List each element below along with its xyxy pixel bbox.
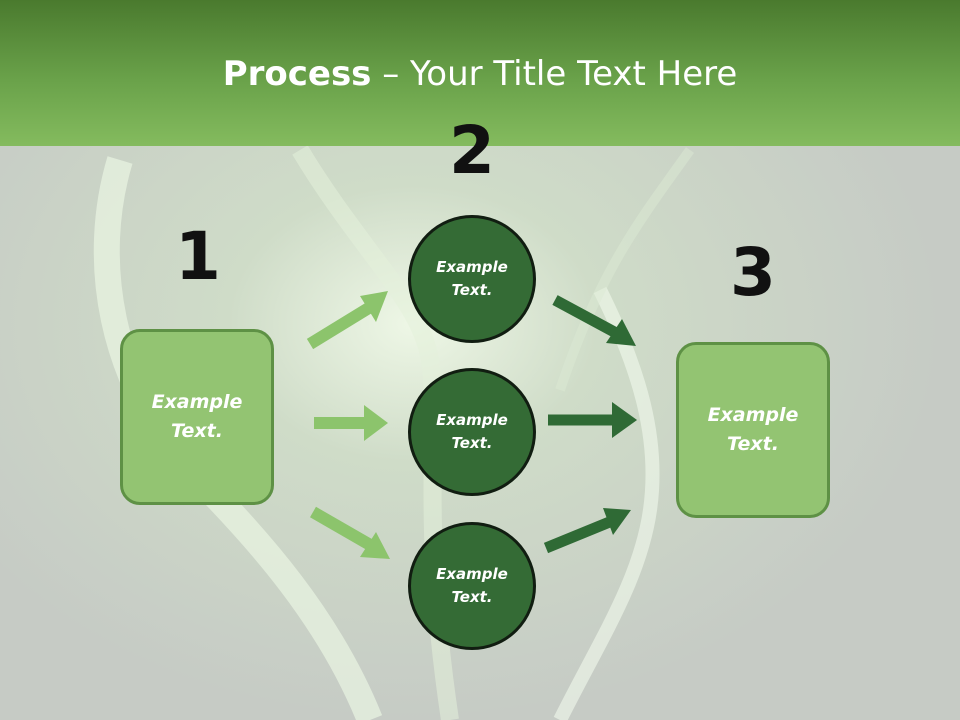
arrow-left-to-top: [306, 291, 388, 350]
step-number-3: 3: [730, 234, 776, 311]
left-box-text: Example Text.: [151, 391, 243, 442]
header-bar: [0, 0, 960, 146]
step-number-2: 2: [449, 112, 495, 189]
right-process-box: Example Text.: [676, 342, 830, 518]
arrow-center-to-right: [548, 402, 637, 438]
step-number-1: 1: [175, 218, 221, 295]
arrow-bottom-to-right: [543, 508, 631, 554]
middle-circle-center: Example Text.: [408, 368, 536, 496]
arrow-top-to-right: [552, 295, 636, 346]
middle-circle-top: Example Text.: [408, 215, 536, 343]
slide-title: Process – Your Title Text Here: [0, 52, 960, 96]
circle-text-bottom: Example Text.: [436, 565, 508, 606]
title-bold: Process: [222, 54, 372, 94]
arrow-left-to-center: [314, 405, 388, 441]
circle-text-center: Example Text.: [436, 411, 508, 452]
arrow-left-to-bottom: [310, 506, 390, 559]
middle-circle-bottom: Example Text.: [408, 522, 536, 650]
title-rest: – Your Title Text Here: [371, 54, 738, 94]
circle-text-top: Example Text.: [436, 258, 508, 299]
right-box-text: Example Text.: [707, 404, 799, 455]
left-process-box: Example Text.: [120, 329, 274, 505]
